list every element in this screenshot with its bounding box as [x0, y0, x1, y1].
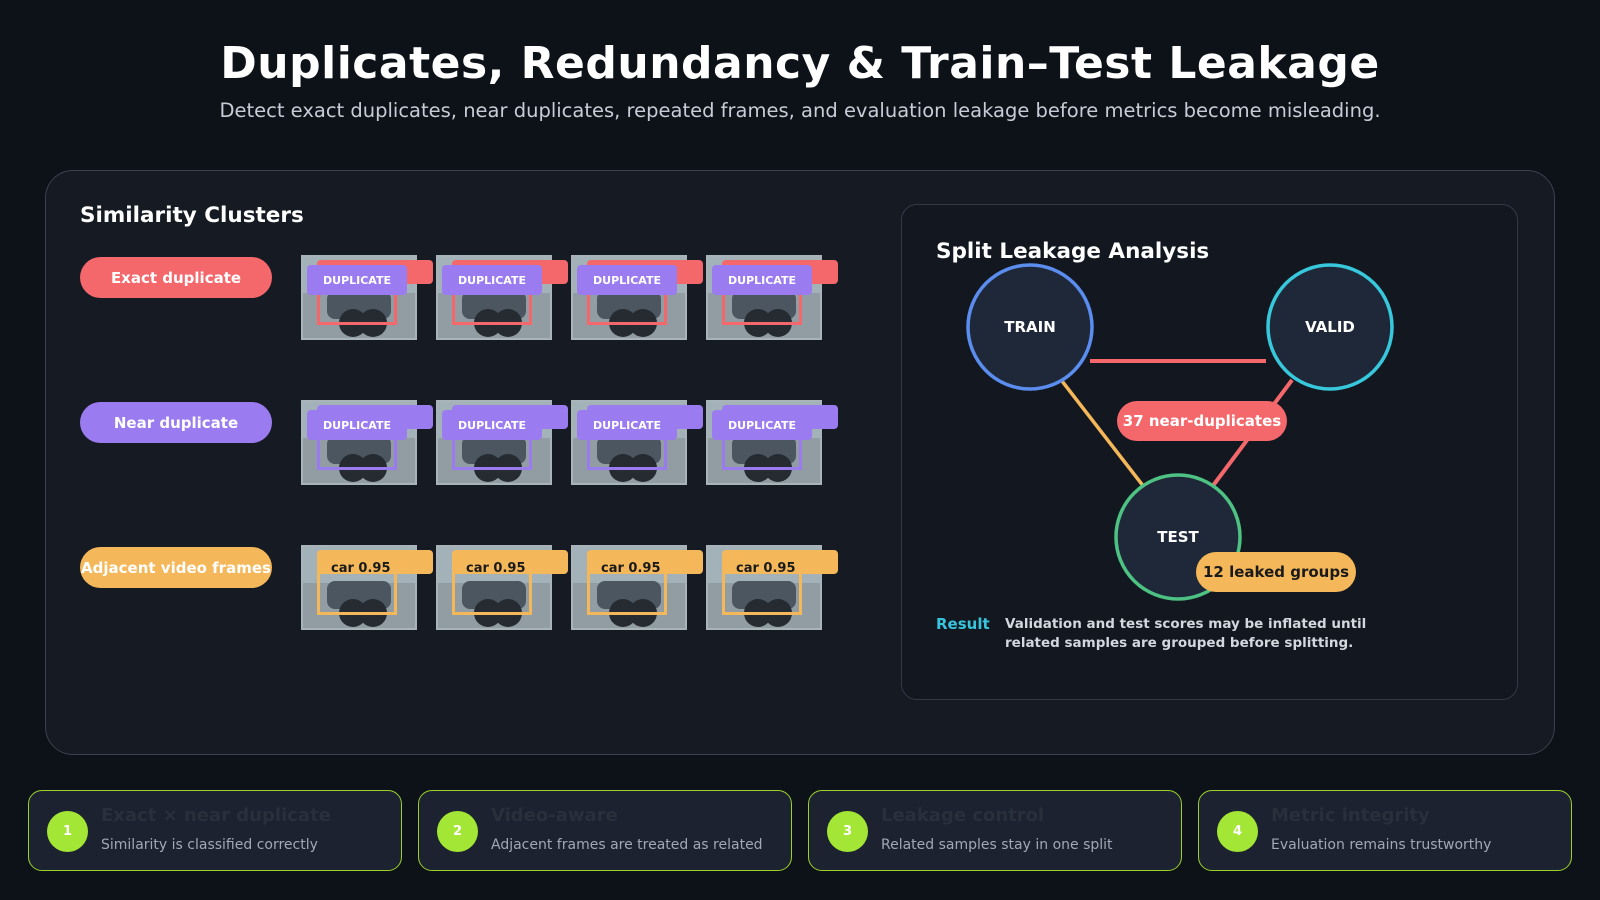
- duplicate-tag: DUPLICATE: [712, 265, 812, 295]
- cluster-thumbnail[interactable]: car 0.95: [571, 545, 703, 630]
- cluster-pill: Near duplicate: [80, 402, 272, 443]
- duplicate-tag: DUPLICATE: [307, 265, 407, 295]
- step-number: 3: [827, 811, 868, 852]
- step-title: Metric integrity: [1271, 805, 1430, 826]
- leakage-panel: Split Leakage Analysis TRAIN VALID TEST …: [901, 204, 1518, 700]
- near-duplicates-badge: 37 near-duplicates: [1117, 401, 1287, 441]
- step-description: Evaluation remains trustworthy: [1271, 837, 1492, 853]
- cluster-pill: Exact duplicate: [80, 257, 272, 298]
- train-label: TRAIN: [1004, 318, 1056, 336]
- page-subtitle: Detect exact duplicates, near duplicates…: [219, 99, 1381, 122]
- cluster-thumbnail[interactable]: DUPLICATE: [301, 255, 433, 340]
- train-test-link: [1060, 379, 1146, 489]
- confidence-label: car 0.95: [466, 561, 526, 576]
- tag-bar: [317, 550, 433, 574]
- step-title: Video-aware: [491, 805, 618, 826]
- train-node: [966, 263, 1094, 391]
- test-label: TEST: [1157, 528, 1199, 546]
- step-title: Exact × near duplicate: [101, 805, 331, 826]
- step-number: 4: [1217, 811, 1258, 852]
- step-title: Leakage control: [881, 805, 1045, 826]
- duplicate-tag: DUPLICATE: [442, 265, 542, 295]
- clusters-title: Similarity Clusters: [80, 203, 304, 228]
- page-title: Duplicates, Redundancy & Train–Test Leak…: [220, 38, 1380, 89]
- duplicate-tag: DUPLICATE: [577, 265, 677, 295]
- step-description: Similarity is classified correctly: [101, 837, 318, 853]
- cluster-thumbnail[interactable]: DUPLICATE: [301, 400, 433, 485]
- leaked-groups-badge: 12 leaked groups: [1196, 552, 1356, 592]
- result-text: Validation and test scores may be inflat…: [1005, 616, 1367, 651]
- duplicate-tag: DUPLICATE: [712, 410, 812, 440]
- cluster-thumbnail[interactable]: DUPLICATE: [571, 400, 703, 485]
- step-description: Adjacent frames are treated as related: [491, 837, 763, 853]
- confidence-label: car 0.95: [331, 561, 391, 576]
- cluster-thumbnail[interactable]: DUPLICATE: [706, 255, 838, 340]
- valid-node: [1266, 263, 1394, 391]
- cluster-thumbnail[interactable]: car 0.95: [436, 545, 568, 630]
- valid-label: VALID: [1305, 318, 1355, 336]
- header: Duplicates, Redundancy & Train–Test Leak…: [0, 38, 1600, 122]
- step-description: Related samples stay in one split: [881, 837, 1113, 853]
- step-number: 1: [47, 811, 88, 852]
- cluster-thumbnail[interactable]: DUPLICATE: [571, 255, 703, 340]
- duplicate-tag: DUPLICATE: [442, 410, 542, 440]
- cluster-thumbnail[interactable]: DUPLICATE: [706, 400, 838, 485]
- confidence-label: car 0.95: [736, 561, 796, 576]
- cluster-thumbnail[interactable]: DUPLICATE: [436, 255, 568, 340]
- tag-bar: [722, 550, 838, 574]
- confidence-label: car 0.95: [601, 561, 661, 576]
- cluster-thumbnail[interactable]: car 0.95: [301, 545, 433, 630]
- duplicate-tag: DUPLICATE: [307, 410, 407, 440]
- cluster-thumbnail[interactable]: car 0.95: [706, 545, 838, 630]
- step-number: 2: [437, 811, 478, 852]
- tag-bar: [587, 550, 703, 574]
- duplicate-tag: DUPLICATE: [577, 410, 677, 440]
- result-label: Result: [936, 615, 990, 633]
- tag-bar: [452, 550, 568, 574]
- cluster-thumbnail[interactable]: DUPLICATE: [436, 400, 568, 485]
- cluster-pill: Adjacent video frames: [80, 547, 272, 588]
- leakage-title: Split Leakage Analysis: [936, 239, 1210, 264]
